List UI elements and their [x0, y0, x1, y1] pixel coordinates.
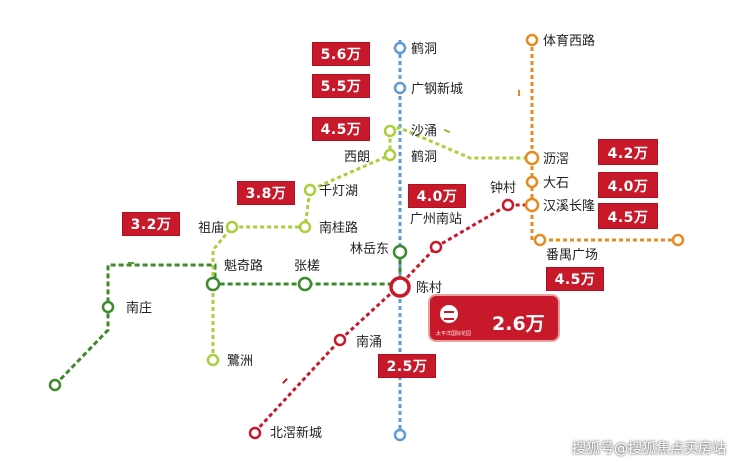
price-box: 4.2万 [598, 139, 658, 165]
station-marker [333, 333, 347, 347]
price-value: 4.5万 [607, 210, 649, 226]
station-label: 林岳东 [350, 242, 389, 257]
station-marker [525, 175, 539, 189]
price-box: 3.8万 [237, 181, 295, 205]
line-tag-green [128, 262, 134, 264]
station-label: 大石 [543, 176, 569, 191]
station-marker [303, 183, 317, 197]
station-label: 广钢新城 [411, 81, 463, 97]
station-label: 广州南站 [410, 211, 462, 227]
line-tag-orange [518, 90, 520, 96]
station-marker [383, 124, 397, 138]
station-label: 体育西路 [543, 33, 595, 49]
price-box: 4.5万 [546, 267, 604, 291]
station-label: 汉溪长隆 [543, 199, 595, 214]
price-value: 3.2万 [130, 217, 172, 233]
price-value: 3.8万 [245, 186, 287, 202]
station-label: 钟村 [490, 180, 516, 196]
price-value: 4.0万 [416, 189, 458, 205]
price-box: 3.2万 [122, 212, 180, 236]
station-label: 西朗 [344, 150, 370, 165]
price-value: 4.5万 [320, 122, 362, 138]
station-marker [429, 240, 443, 254]
station-marker [205, 276, 221, 292]
station-marker [524, 197, 540, 213]
station-marker [383, 148, 397, 162]
station-marker [297, 276, 313, 292]
price-value: 4.0万 [607, 179, 649, 195]
price-value: 5.5万 [320, 79, 362, 95]
station-label: 鹤洞 [411, 149, 437, 165]
station-marker [393, 81, 407, 95]
station-label: 千灯湖 [319, 184, 358, 199]
station-markers [48, 33, 685, 442]
station-marker [298, 220, 312, 234]
station-label: 祖庙 [198, 221, 224, 236]
station-marker [248, 426, 262, 440]
station-label: 张槎 [294, 259, 320, 274]
price-box: 2.5万 [378, 354, 436, 378]
brand-logo-icon [440, 305, 458, 323]
station-label: 沥滘 [543, 152, 569, 167]
station-label: 番禺广场 [546, 248, 598, 263]
station-marker [524, 150, 540, 166]
station-labels: 鹤洞 广钢新城 沙涌 西朗 鹤洞 千灯湖 南桂路 祖庙 魁奇路 张槎 林岳东 广… [126, 33, 598, 441]
station-label: 陈村 [416, 280, 442, 296]
price-value: 5.6万 [320, 47, 362, 63]
station-label: 南庄 [126, 300, 152, 316]
station-marker [48, 378, 62, 392]
station-marker [671, 233, 685, 247]
station-marker [392, 244, 408, 260]
station-label: 鷺洲 [227, 353, 253, 369]
featured-project-box: 太平洋国际花园 2.6万 [430, 296, 558, 340]
station-marker [206, 353, 220, 367]
price-box: 4.0万 [598, 172, 658, 198]
station-label: 沙涌 [411, 124, 437, 139]
station-label: 魁奇路 [224, 258, 263, 274]
station-label: 北滘新城 [270, 425, 322, 441]
station-label: 南涌 [356, 334, 382, 350]
station-marker [501, 198, 515, 212]
price-value: 4.5万 [554, 272, 596, 288]
price-value: 2.5万 [386, 359, 428, 375]
station-marker [533, 233, 547, 247]
station-marker-major [389, 276, 411, 298]
station-marker [393, 41, 407, 55]
station-marker [525, 33, 539, 47]
price-box: 5.5万 [312, 74, 370, 98]
price-box: 4.5万 [598, 203, 658, 229]
price-box: 4.0万 [408, 184, 466, 208]
station-label: 南桂路 [319, 220, 358, 236]
price-box: 5.6万 [312, 42, 370, 66]
brand-name: 太平洋国际花园 [436, 331, 472, 337]
price-value: 4.2万 [607, 146, 649, 162]
featured-price: 2.6万 [492, 313, 545, 335]
station-label: 鹤洞 [411, 41, 437, 57]
station-marker [225, 220, 239, 234]
watermark: 搜狐号@搜狐焦点买房站 [572, 441, 726, 457]
station-marker [101, 300, 115, 314]
price-box: 4.5万 [312, 117, 370, 141]
station-marker [393, 428, 407, 442]
